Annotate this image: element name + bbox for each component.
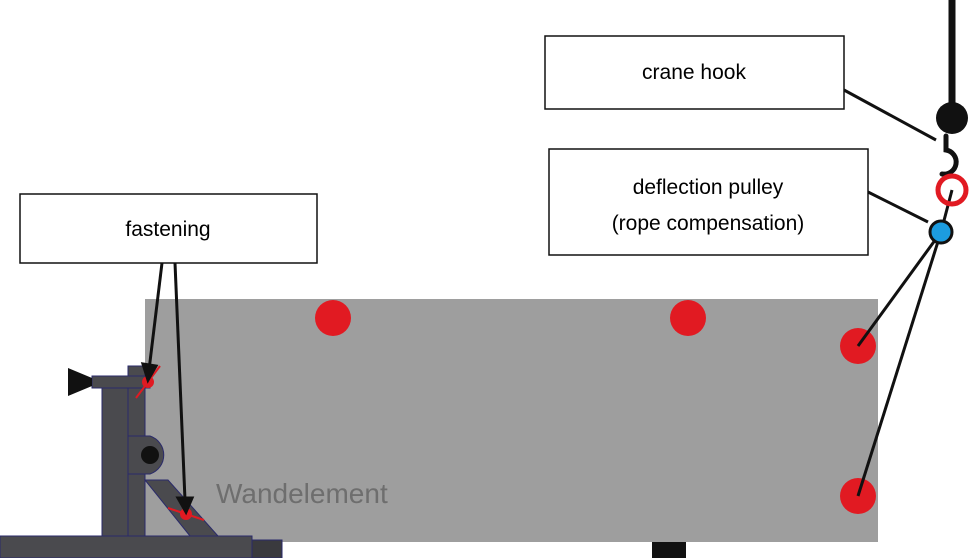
fastening-arrows [140,262,195,516]
crane-hook-block [936,102,968,134]
crane-hook-label: crane hook [642,61,746,84]
frame-diagonal-brace [143,479,220,537]
crane-hook-leader [843,88,937,142]
lifting-point-icon [315,300,351,336]
hook-ring [935,173,969,207]
frame-base-foot [251,539,283,558]
lifting-point-icon [670,300,706,336]
deflection-pulley-callout [548,148,869,256]
deflection-pulley-leader [867,190,929,224]
deflection-pulley-label-line1: deflection pulley [633,176,784,199]
crane-hook-callout [544,35,845,110]
frame-clamp-handle [68,368,92,396]
frame-base-beam [0,535,253,558]
sling-to-upper-point [856,231,943,347]
support-frame [0,365,283,558]
frame-top-beam [91,375,151,389]
fastening-label: fastening [125,218,210,241]
deflection-pulley-label-line2: (rope compensation) [612,212,805,235]
crane-hook-icon [939,133,959,177]
sling-to-lower-point [856,231,943,497]
support-post [652,542,686,558]
wall-panel [145,299,878,542]
frame-outer-post [101,383,129,537]
fastening-callout [19,193,318,264]
frame-pin [141,446,159,464]
wall-element-label: Wandelement [216,478,388,509]
deflection-pulley-icon [928,219,954,245]
